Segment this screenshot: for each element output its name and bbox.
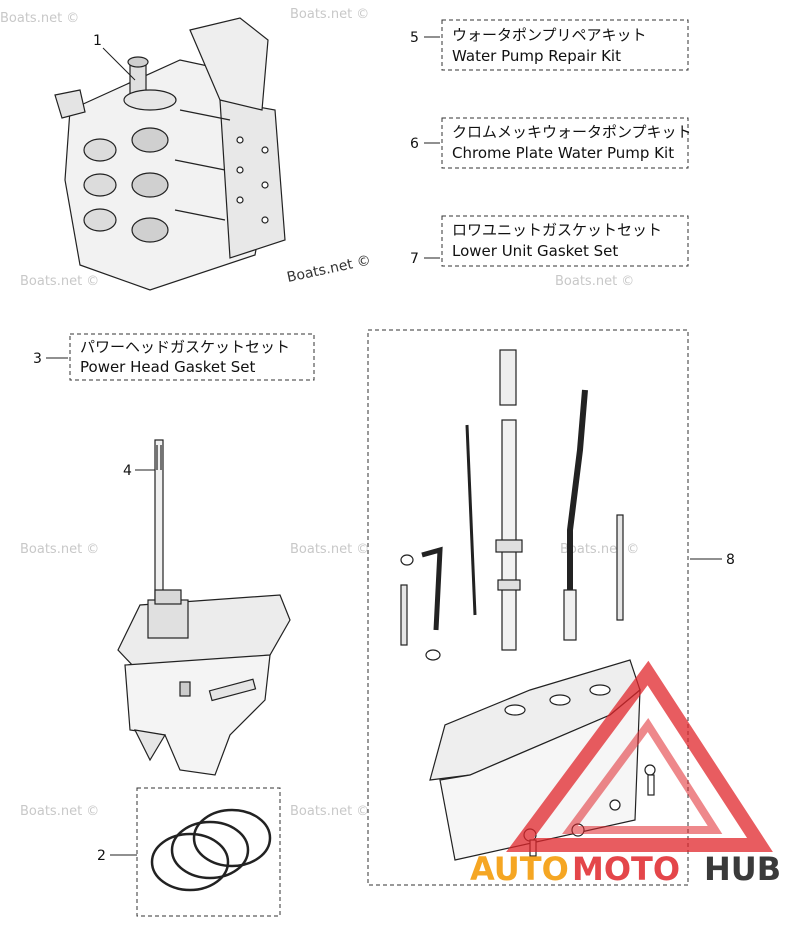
callout-number-2: 2 (97, 848, 106, 864)
callout-number-1: 1 (93, 33, 102, 49)
leader-line (102, 47, 136, 81)
kit-box-chrome-pump (441, 117, 689, 169)
kit-lower-unit-en: Lower Unit Gasket Set (452, 242, 618, 260)
logo-text-auto: AUTO (470, 850, 569, 888)
logo-text-hub: HUB (704, 850, 781, 888)
watermark: Boats.net © (290, 804, 369, 819)
power-head-illustration (54, 17, 286, 291)
rings-box (136, 787, 281, 917)
callout-number-7: 7 (410, 251, 419, 267)
kit-box-power-head (69, 333, 315, 381)
watermark: Boats.net © (290, 7, 369, 22)
kit-power-head-en: Power Head Gasket Set (80, 358, 256, 376)
kit-box-lower-unit (441, 215, 689, 267)
kit-chrome-pump-jp: クロムメッキウォータポンプキット (452, 123, 692, 141)
kit-power-head-jp: パワーヘッドガスケットセット (80, 338, 290, 356)
kit-water-pump-en: Water Pump Repair Kit (452, 47, 621, 65)
watermark: Boats.net © (20, 274, 99, 289)
watermark: Boats.net © (555, 274, 634, 289)
piston-rings-illustration (150, 808, 272, 892)
callout-number-3: 3 (33, 351, 42, 367)
kit-water-pump-jp: ウォータポンプリペアキット (452, 26, 647, 44)
watermark: Boats.net © (290, 542, 369, 557)
gasket-set-illustration (400, 349, 656, 861)
watermark: Boats.net © (0, 11, 79, 26)
callout-number-8: 8 (726, 552, 735, 568)
logo-text-moto: MOTO (572, 850, 680, 888)
watermark: Boats.net © (20, 804, 99, 819)
watermark: Boats.net © (20, 542, 99, 557)
logo-inner-triangle-icon (562, 717, 723, 834)
kit-lower-unit-jp: ロワユニットガスケットセット (452, 221, 662, 239)
kit-box-water-pump (441, 19, 689, 71)
autmotohub-logo: AUTO MOTO HUB (470, 660, 781, 888)
lower-unit-illustration (117, 439, 291, 776)
callout-number-5: 5 (410, 30, 419, 46)
callout-number-6: 6 (410, 136, 419, 152)
logo-triangle-icon (506, 660, 773, 852)
watermark-main: Boats.net © (286, 253, 373, 286)
callout-number-4: 4 (123, 463, 132, 479)
kit-chrome-pump-en: Chrome Plate Water Pump Kit (452, 144, 674, 162)
gasket-set-box (367, 329, 689, 886)
